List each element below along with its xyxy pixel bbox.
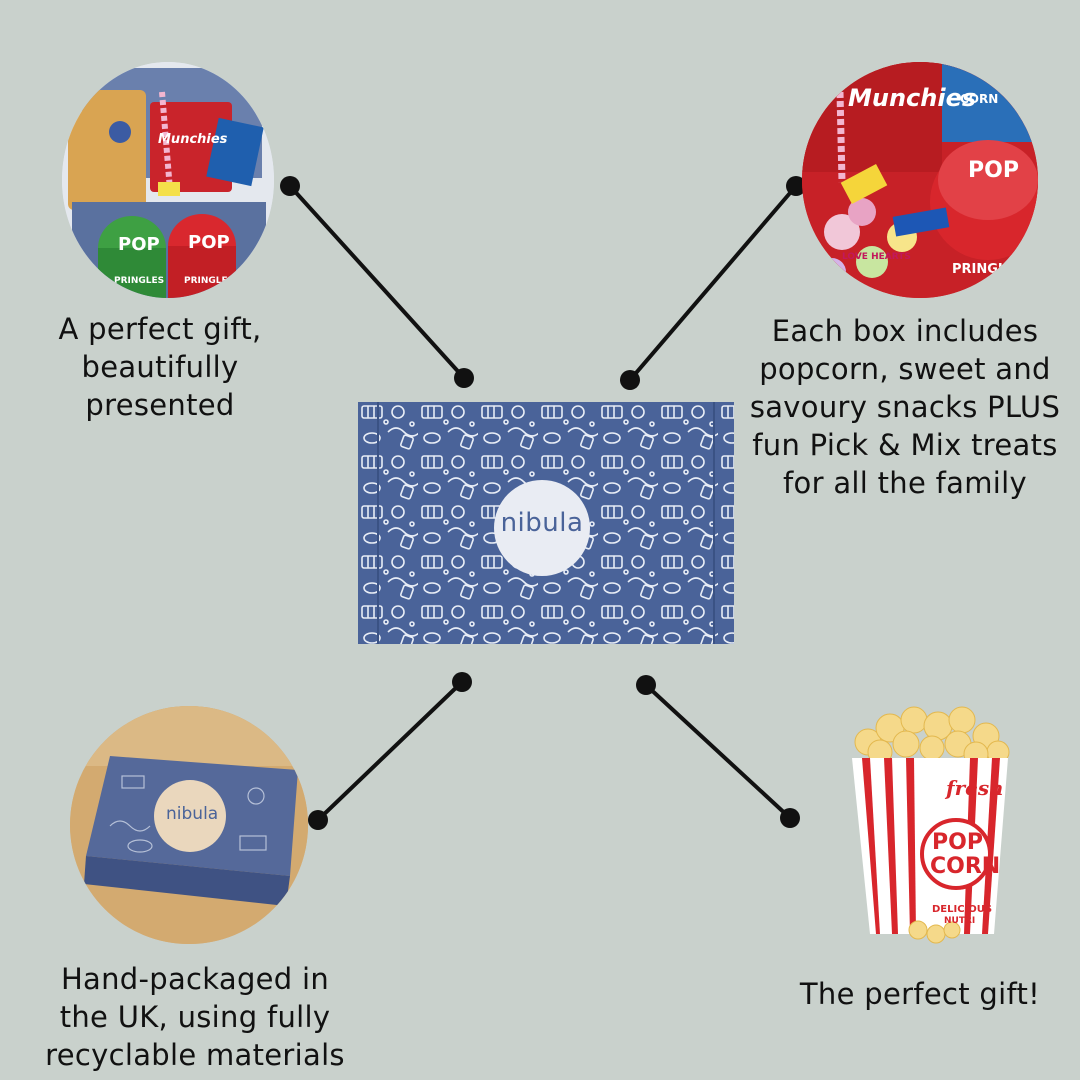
dot-bottom-right-outer xyxy=(780,808,800,828)
dot-bottom-left-inner xyxy=(452,672,472,692)
corn-label: CORN xyxy=(960,92,999,106)
pringles-label-green: PRINGLES xyxy=(114,276,165,286)
caption-line: Hand-packaged in xyxy=(60,962,330,996)
connector-bottom-left xyxy=(316,680,464,822)
caption-line: for all the family xyxy=(783,466,1027,500)
caption-line: fun Pick & Mix treats xyxy=(752,428,1058,462)
dot-top-right-outer xyxy=(786,176,806,196)
caption-top-right: Each box includes popcorn, sweet and sav… xyxy=(740,312,1070,502)
connector-top-right xyxy=(628,184,798,382)
dot-top-left-outer xyxy=(280,176,300,196)
delicious-label: DELICIOUS xyxy=(932,904,993,915)
caption-line: presented xyxy=(85,388,235,422)
caption-line: Each box includes xyxy=(771,314,1039,348)
caption-line: recyclable materials xyxy=(45,1038,345,1072)
pop-label: POP xyxy=(932,830,983,855)
caption-line: the UK, using fully xyxy=(59,1000,331,1034)
caption-line: beautifully xyxy=(81,350,239,384)
munchies-label: Munchies xyxy=(158,132,228,147)
box-illustration xyxy=(358,402,734,644)
nutri-label: NUTRI xyxy=(944,916,976,926)
connector-top-left xyxy=(288,184,466,380)
fresh-label: fresh xyxy=(946,776,1004,800)
brand-logo-text: nibula xyxy=(500,508,584,538)
love-hearts-label: LOVE HEARTS xyxy=(842,252,911,262)
caption-line: The perfect gift! xyxy=(799,977,1041,1011)
caption-line: savoury snacks PLUS xyxy=(749,390,1061,424)
dot-bottom-left-outer xyxy=(308,810,328,830)
pop-label-green: POP xyxy=(118,234,160,255)
dot-bottom-right-inner xyxy=(636,675,656,695)
dot-top-left-inner xyxy=(454,368,474,388)
caption-bottom-right: The perfect gift! xyxy=(780,975,1060,1013)
popcorn-bucket-illustration: fresh POP CORN DELICIOUS NUTRI xyxy=(848,702,1012,944)
caption-line: popcorn, sweet and xyxy=(759,352,1051,386)
pringles-label: PRINGLES xyxy=(952,262,1025,277)
dot-top-right-inner xyxy=(620,370,640,390)
pop-label: POP xyxy=(968,158,1019,183)
pop-label-red: POP xyxy=(188,232,230,253)
caption-bottom-left: Hand-packaged in the UK, using fully rec… xyxy=(40,960,350,1074)
munchies-label: Munchies xyxy=(848,84,977,112)
corn-label: CORN xyxy=(930,854,1001,879)
packaged-box-logo-text: nibula xyxy=(166,804,219,824)
caption-top-left: A perfect gift, beautifully presented xyxy=(30,310,290,424)
brand-logo-circle xyxy=(494,480,590,576)
gift-box-snacks-photo: Munchies POP POP PRINGLES PRINGLES xyxy=(62,62,274,298)
connector-bottom-right xyxy=(644,683,792,820)
caption-line: A perfect gift, xyxy=(58,312,262,346)
pringles-label-red: PRINGLES xyxy=(184,276,235,286)
nibula-gift-box: nibula xyxy=(358,402,734,644)
snacks-closeup-photo: Munchies POP PRINGLES LOVE HEARTS CORN xyxy=(802,62,1038,298)
packaged-box-photo: nibula xyxy=(70,706,308,944)
